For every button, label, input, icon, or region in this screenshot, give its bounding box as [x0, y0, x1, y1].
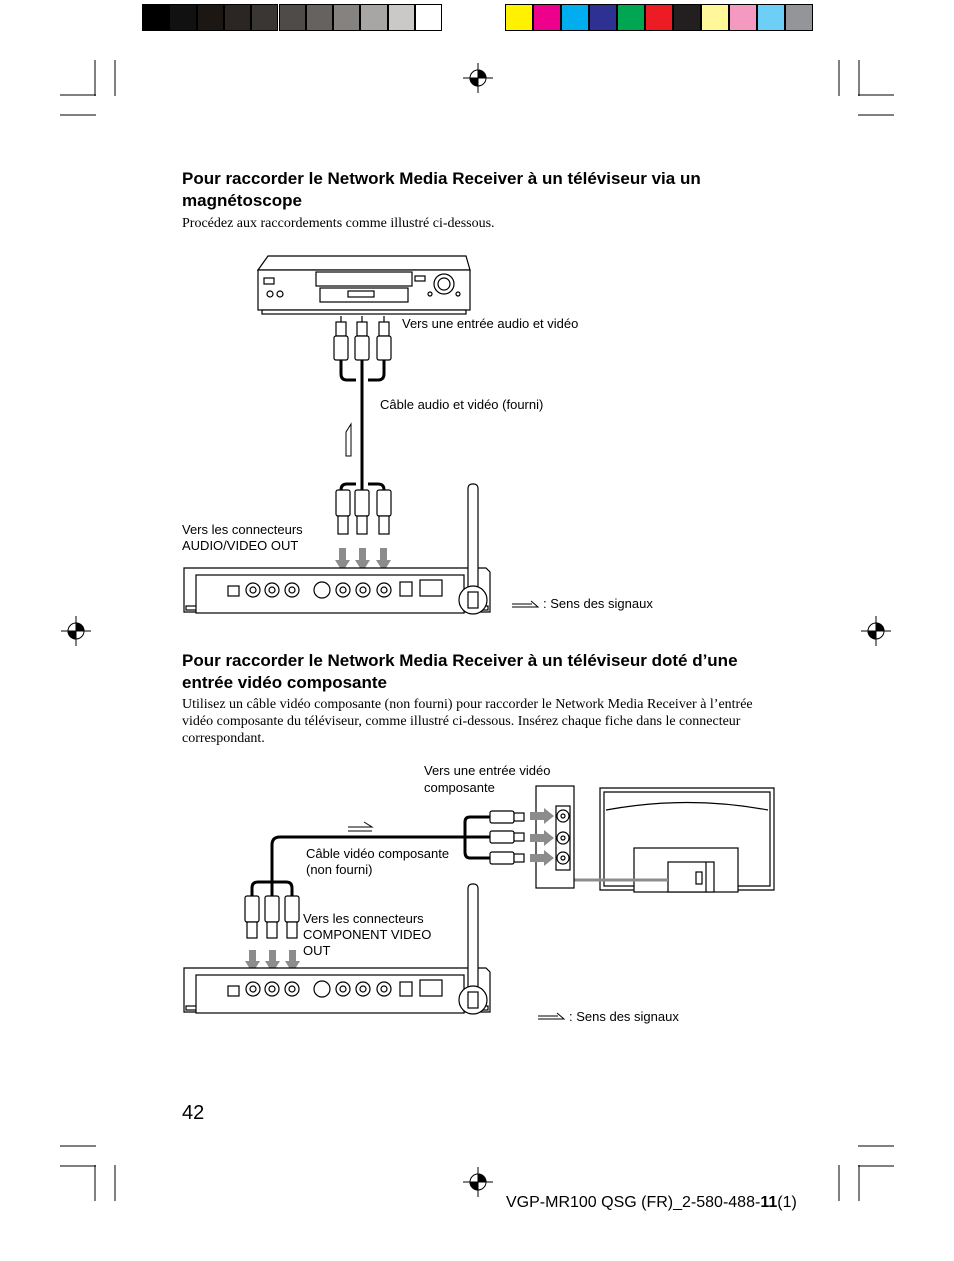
- legend-signal-direction-1: : Sens des signaux: [543, 596, 653, 611]
- label-component-cable-line2: (non fourni): [306, 862, 373, 877]
- component-plugs-tv: [489, 810, 525, 865]
- gray-swatch: [142, 4, 170, 31]
- gray-swatch: [415, 4, 443, 31]
- registration-mark-top: [463, 63, 493, 93]
- color-swatch: [617, 4, 645, 31]
- document-footer: VGP-MR100 QSG (FR)_2-580-488-11(1): [506, 1194, 797, 1212]
- insertion-arrows-tv: [530, 808, 554, 866]
- section2-intro: Utilisez un câble vidéo composante (non …: [182, 697, 753, 746]
- label-to-component-line2: composante: [424, 780, 495, 795]
- label-to-component-out-line2: COMPONENT VIDEO: [303, 927, 432, 942]
- label-to-connectors-line2: AUDIO/VIDEO OUT: [182, 538, 299, 553]
- label-av-cable: Câble audio et vidéo (fourni): [380, 397, 544, 412]
- component-cable: [250, 815, 490, 896]
- gray-swatch: [196, 4, 224, 31]
- rca-plugs-bottom: [335, 489, 392, 535]
- antenna-2: [458, 883, 488, 1015]
- footer-suffix: (1): [777, 1194, 797, 1211]
- vcr-illustration: [256, 255, 471, 315]
- gray-swatch: [305, 4, 334, 31]
- insertion-arrows-receiver: [245, 950, 300, 973]
- registration-mark-bottom: [463, 1167, 493, 1197]
- gray-swatch: [360, 4, 388, 31]
- color-swatch: [533, 4, 561, 31]
- gray-swatch: [251, 4, 279, 31]
- footer-bold: 11: [760, 1194, 778, 1211]
- color-swatch: [785, 4, 813, 31]
- color-swatch: [589, 4, 617, 31]
- rca-plugs-top: [333, 316, 392, 361]
- color-swatch: [505, 4, 533, 31]
- gray-swatch: [278, 4, 306, 31]
- label-to-component-line1: Vers une entrée vidéo: [424, 763, 551, 778]
- gray-swatch: [333, 4, 361, 31]
- signal-legend-icon-2: [538, 1012, 566, 1020]
- gray-swatch: [169, 4, 197, 31]
- label-to-component-out-line1: Vers les connecteurs: [303, 911, 424, 926]
- color-swatch: [729, 4, 757, 31]
- section2-title: Pour raccorder le Network Media Receiver…: [182, 651, 738, 692]
- color-swatch: [645, 4, 673, 31]
- gray-swatch: [223, 4, 252, 31]
- color-swatch: [673, 4, 701, 31]
- registration-mark-right: [861, 616, 891, 646]
- section1-intro: Procédez aux raccordements comme illustr…: [182, 216, 495, 231]
- receiver-back-panel: [183, 567, 491, 614]
- color-swatch: [701, 4, 729, 31]
- section1-title: Pour raccorder le Network Media Receiver…: [182, 169, 701, 210]
- label-to-connectors-line1: Vers les connecteurs: [182, 522, 303, 537]
- page-number: 42: [182, 1102, 205, 1124]
- signal-arrow-icon: [345, 422, 352, 457]
- footer-prefix: VGP-MR100 QSG (FR)_2-580-488-: [506, 1194, 761, 1211]
- signal-legend-icon-1: [512, 600, 540, 608]
- insertion-arrows: [335, 548, 391, 572]
- tv-illustration: [599, 787, 775, 893]
- antenna-1: [458, 483, 488, 615]
- label-component-cable-line1: Câble vidéo composante: [306, 846, 450, 861]
- color-swatch: [757, 4, 785, 31]
- registration-mark-left: [61, 616, 91, 646]
- label-to-component-out-line3: OUT: [303, 943, 331, 958]
- color-swatch: [561, 4, 589, 31]
- component-plugs-receiver: [244, 895, 300, 939]
- label-to-av-input: Vers une entrée audio et vidéo: [402, 316, 579, 331]
- gray-swatch: [387, 4, 415, 31]
- av-cable: [339, 360, 386, 491]
- signal-arrow-icon-2: [348, 821, 374, 832]
- legend-signal-direction-2: : Sens des signaux: [569, 1009, 679, 1024]
- receiver-back-panel-2: [183, 967, 491, 1014]
